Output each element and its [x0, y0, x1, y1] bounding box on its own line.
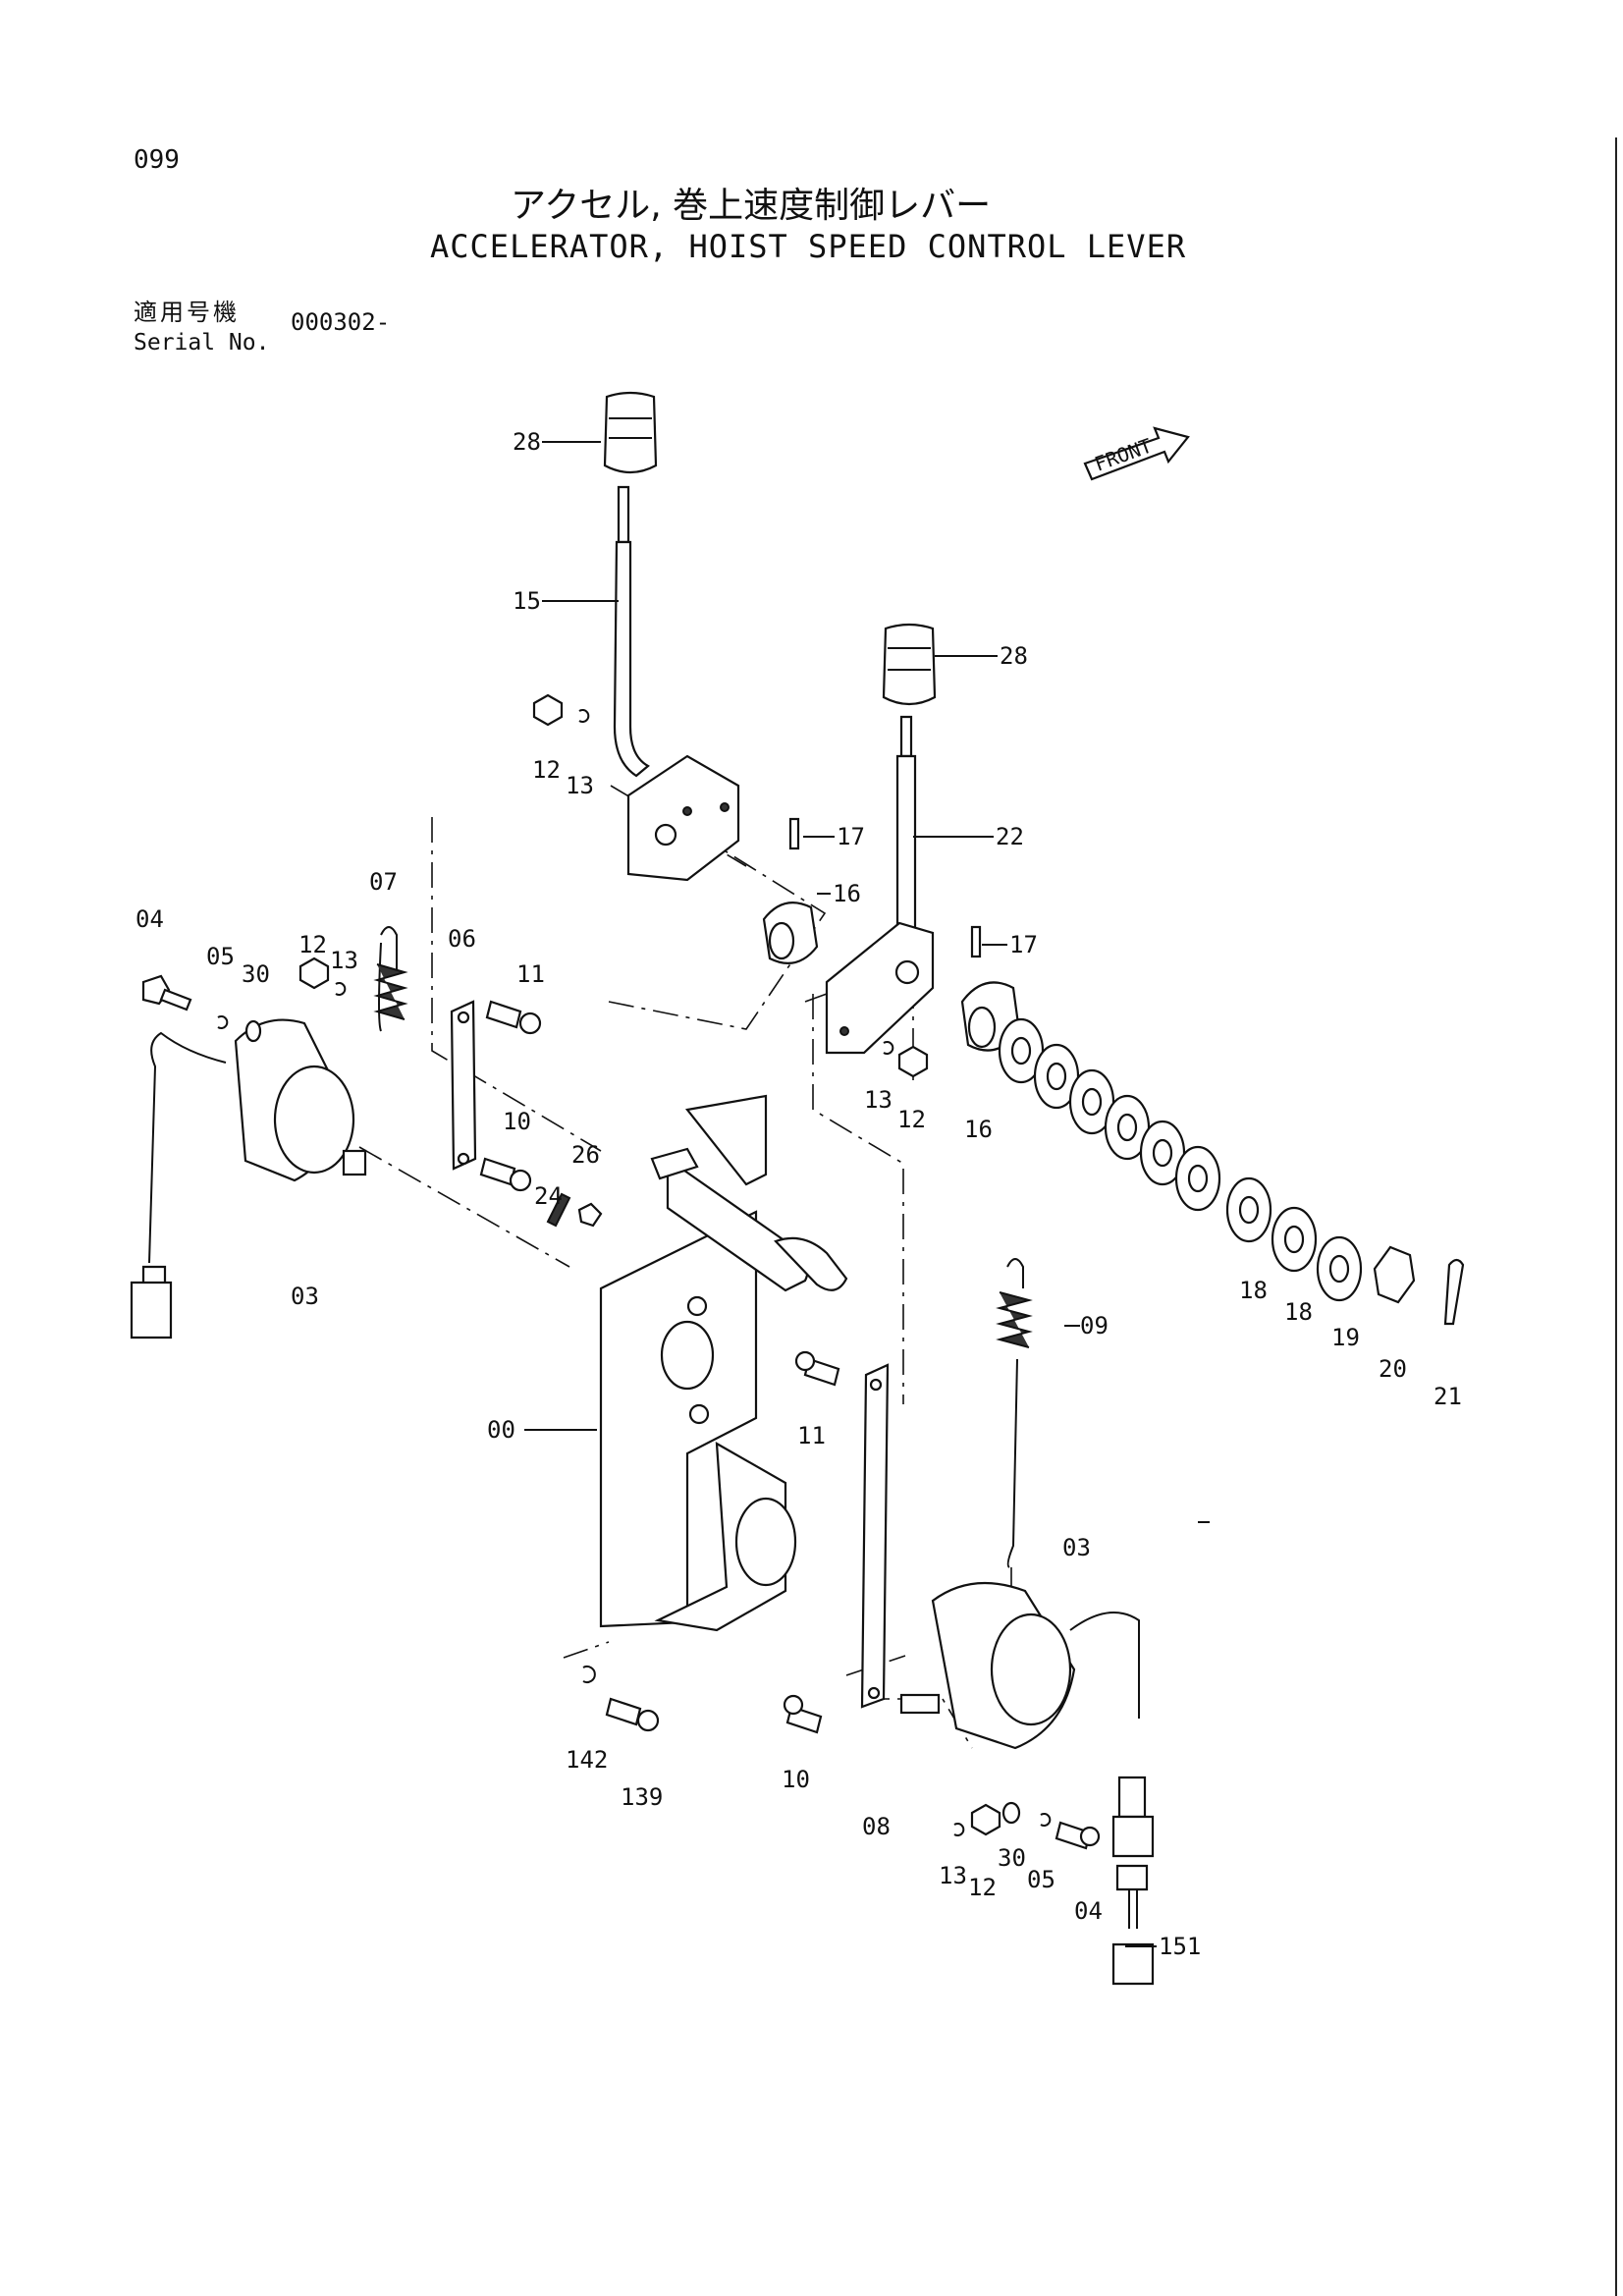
callout-28: 28 — [1000, 642, 1028, 670]
callout-04: 04 — [1074, 1897, 1103, 1925]
callout-04: 04 — [135, 905, 164, 933]
callout-26: 26 — [571, 1141, 600, 1169]
callout-labels: 28 15 28 12 13 17 22 16 17 07 04 05 30 1… — [135, 428, 1462, 1960]
callout-05: 05 — [1027, 1866, 1055, 1893]
title-english: ACCELERATOR, HOIST SPEED CONTROL LEVER — [430, 228, 1187, 265]
callout-15: 15 — [513, 587, 541, 615]
callout-16: 16 — [833, 880, 861, 907]
front-label: FRONT — [1092, 434, 1156, 476]
callout-11: 11 — [516, 960, 545, 988]
callout-07: 07 — [369, 868, 398, 896]
right-sensor-assembly — [899, 1581, 1155, 1986]
callout-139: 139 — [621, 1783, 663, 1811]
callout-09: 09 — [1080, 1312, 1109, 1339]
washer-stack — [998, 1017, 1465, 1326]
callout-17: 17 — [1009, 931, 1038, 958]
callout-00: 00 — [487, 1416, 515, 1444]
small-hardware — [141, 693, 1101, 1850]
serial-label-japanese: 適用号機 — [134, 299, 240, 326]
callout-30: 30 — [242, 960, 270, 988]
callout-21: 21 — [1434, 1383, 1462, 1410]
assembly-guide-lines — [358, 785, 1012, 1749]
left-control-lever — [603, 391, 740, 882]
callout-11: 11 — [797, 1422, 826, 1449]
left-sensor-assembly — [130, 1018, 367, 1339]
page-number: 099 — [134, 145, 180, 175]
leader-lines — [524, 441, 1210, 1947]
callout-12: 12 — [532, 756, 561, 784]
serial-label-english: Serial No. — [134, 330, 270, 355]
callout-12: 12 — [298, 931, 327, 958]
callout-24: 24 — [534, 1182, 563, 1210]
links-and-springs — [373, 926, 1033, 1709]
callout-12: 12 — [897, 1106, 926, 1133]
callout-10: 10 — [503, 1108, 531, 1135]
main-bracket — [599, 1094, 848, 1632]
title-japanese: アクセル, 巻上速度制御レバー — [511, 186, 992, 226]
callout-13: 13 — [864, 1086, 893, 1114]
serial-value: 000302- — [291, 308, 391, 336]
callout-05: 05 — [206, 943, 235, 970]
callout-06: 06 — [448, 925, 476, 953]
callout-28: 28 — [513, 428, 541, 456]
callout-16: 16 — [964, 1116, 993, 1143]
callout-18: 18 — [1239, 1277, 1268, 1304]
front-direction-arrow: FRONT — [1083, 426, 1190, 481]
right-control-lever — [825, 623, 937, 1055]
callout-10: 10 — [782, 1766, 810, 1793]
callout-142: 142 — [566, 1746, 608, 1774]
callout-20: 20 — [1379, 1355, 1407, 1383]
callout-12: 12 — [968, 1874, 997, 1901]
callout-03: 03 — [291, 1283, 319, 1310]
callout-13: 13 — [330, 947, 358, 974]
callout-19: 19 — [1331, 1324, 1360, 1351]
callout-18: 18 — [1284, 1298, 1313, 1326]
callout-03: 03 — [1062, 1534, 1091, 1561]
callout-22: 22 — [996, 823, 1024, 850]
callout-151: 151 — [1159, 1933, 1201, 1960]
callout-13: 13 — [566, 772, 594, 799]
callout-17: 17 — [837, 823, 865, 850]
callout-08: 08 — [862, 1813, 891, 1840]
callout-30: 30 — [998, 1844, 1026, 1872]
callout-13: 13 — [939, 1862, 967, 1889]
